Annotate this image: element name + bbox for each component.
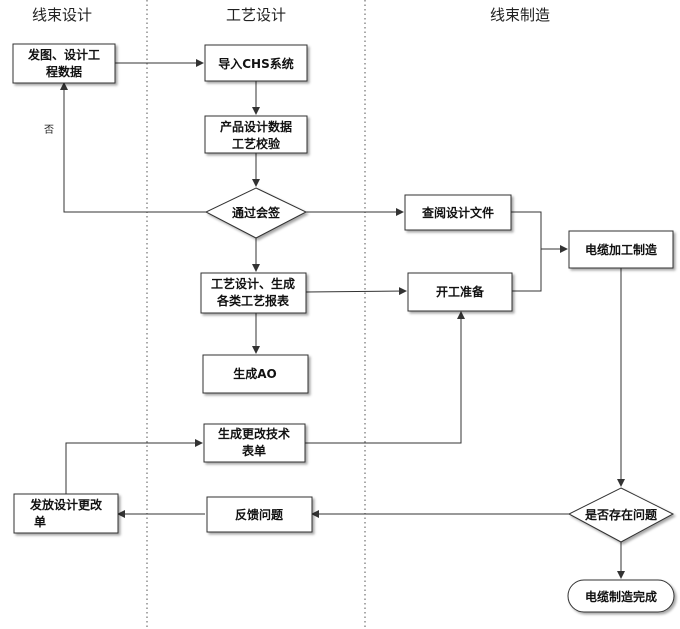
label-no: 否	[44, 124, 54, 136]
arrow-reports-to-prep	[305, 287, 407, 296]
svg-text:导入CHS系统: 导入CHS系统	[218, 56, 294, 71]
svg-text:查阅设计文件: 查阅设计文件	[421, 205, 494, 220]
arrow-countersign-no	[60, 82, 206, 213]
svg-text:发图、设计工: 发图、设计工	[27, 47, 100, 62]
svg-text:各类工艺报表: 各类工艺报表	[216, 293, 290, 308]
lane-title-design: 线束设计	[32, 6, 92, 24]
svg-text:生成AO: 生成AO	[233, 366, 277, 381]
node-generate-ao: 生成AO	[202, 354, 309, 394]
connectors	[60, 59, 625, 579]
svg-text:单: 单	[34, 514, 46, 529]
svg-text:电缆加工制造: 电缆加工制造	[585, 242, 658, 257]
arrow-issue-change-to-form	[65, 439, 203, 494]
svg-text:表单: 表单	[241, 443, 266, 458]
node-feedback: 反馈问题	[206, 496, 313, 533]
node-has-problem-decision: 是否存在问题	[567, 487, 675, 543]
svg-text:发放设计更改: 发放设计更改	[29, 497, 103, 512]
node-process-reports: 工艺设计、生成 各类工艺报表	[200, 272, 307, 314]
node-cable-processing: 电缆加工制造	[568, 230, 674, 269]
svg-text:反馈问题: 反馈问题	[235, 507, 284, 522]
svg-text:通过会签: 通过会签	[232, 205, 281, 220]
svg-text:生成更改技术: 生成更改技术	[218, 426, 290, 441]
svg-text:工艺校验: 工艺校验	[232, 136, 281, 151]
svg-text:工艺设计、生成: 工艺设计、生成	[211, 276, 295, 291]
node-complete: 电缆制造完成	[567, 579, 675, 613]
node-work-prep: 开工准备	[407, 272, 513, 312]
node-countersign-decision: 通过会签	[204, 187, 308, 239]
node-issue-change: 发放设计更改 单	[13, 493, 119, 534]
lane-title-manufacture: 线束制造	[490, 6, 550, 24]
arrow-change-to-prep	[305, 311, 465, 444]
node-review-docs: 查阅设计文件	[404, 194, 512, 231]
lane-title-process: 工艺设计	[226, 6, 286, 24]
arrow-prep-to-processing	[512, 249, 542, 292]
svg-text:是否存在问题: 是否存在问题	[584, 507, 658, 522]
node-issue-drawing: 发图、设计工 程数据	[12, 43, 116, 84]
svg-text:程数据: 程数据	[46, 64, 82, 79]
svg-text:开工准备: 开工准备	[436, 284, 485, 299]
arrow-review-to-processing	[511, 211, 568, 253]
node-import-chs: 导入CHS系统	[204, 44, 308, 82]
node-change-form: 生成更改技术 表单	[203, 423, 306, 463]
svg-text:产品设计数据: 产品设计数据	[220, 119, 292, 134]
node-verify-data: 产品设计数据 工艺校验	[204, 115, 308, 154]
svg-text:电缆制造完成: 电缆制造完成	[585, 589, 657, 604]
